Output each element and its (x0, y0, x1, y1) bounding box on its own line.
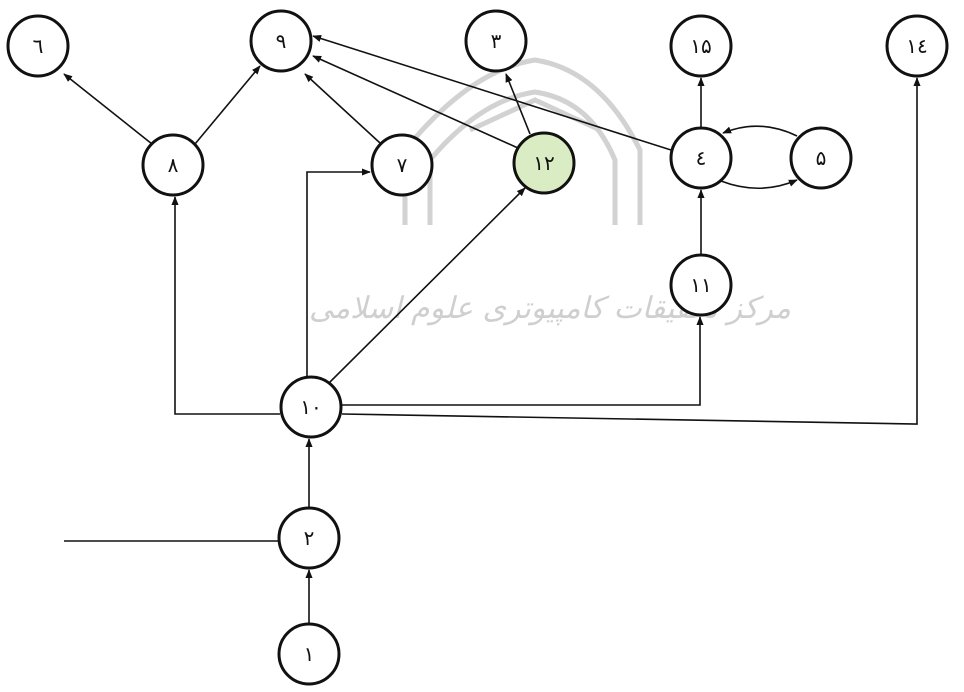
edge-8-to-9 (194, 65, 261, 145)
node-12: ١٢ (512, 131, 576, 195)
node-12-label: ١٢ (533, 151, 554, 175)
node-1: ١ (277, 622, 341, 686)
node-5-label: ۵ (816, 146, 827, 170)
node-14: ١٤ (885, 14, 949, 78)
node-11-label: ١١ (690, 273, 711, 297)
node-10-label: ١٠ (300, 395, 321, 419)
node-6: ٦ (6, 14, 70, 78)
node-4: ٤ (669, 126, 733, 190)
node-7-label: ٧ (397, 153, 408, 177)
edge-10-to-7 (306, 168, 371, 376)
node-8-label: ٨ (168, 153, 179, 177)
node-2-label: ٢ (304, 526, 315, 550)
edge-5-to-4 (722, 125, 798, 137)
node-3: ٣ (464, 9, 528, 73)
edge-8-to-6 (63, 73, 153, 145)
node-7: ٧ (370, 133, 434, 197)
edges-layer (63, 35, 921, 624)
node-9-label: ٩ (276, 29, 287, 53)
node-2: ٢ (277, 506, 341, 570)
edge-12-to-3 (505, 73, 531, 135)
node-5: ۵ (789, 126, 853, 190)
edge-4-to-9 (312, 35, 672, 151)
node-11: ١١ (669, 253, 733, 317)
node-1-label: ١ (304, 642, 315, 666)
edge-12-to-9 (312, 55, 519, 149)
edge-10-to-11 (342, 316, 704, 406)
edge-10-to-12 (329, 187, 526, 383)
edge-10-to-8 (171, 196, 280, 415)
edge-4-to-5 (720, 179, 798, 190)
edge-7-to-9 (304, 73, 381, 144)
node-4-label: ٤ (696, 146, 707, 170)
node-9: ٩ (249, 9, 313, 73)
edge-10-to-14 (341, 77, 921, 425)
node-8: ٨ (141, 133, 205, 197)
node-6-label: ٦ (33, 34, 44, 58)
node-15-label: ١۵ (690, 34, 711, 58)
node-10: ١٠ (279, 375, 343, 439)
node-3-label: ٣ (491, 29, 502, 53)
node-14-label: ١٤ (906, 34, 927, 58)
node-15: ١۵ (669, 14, 733, 78)
